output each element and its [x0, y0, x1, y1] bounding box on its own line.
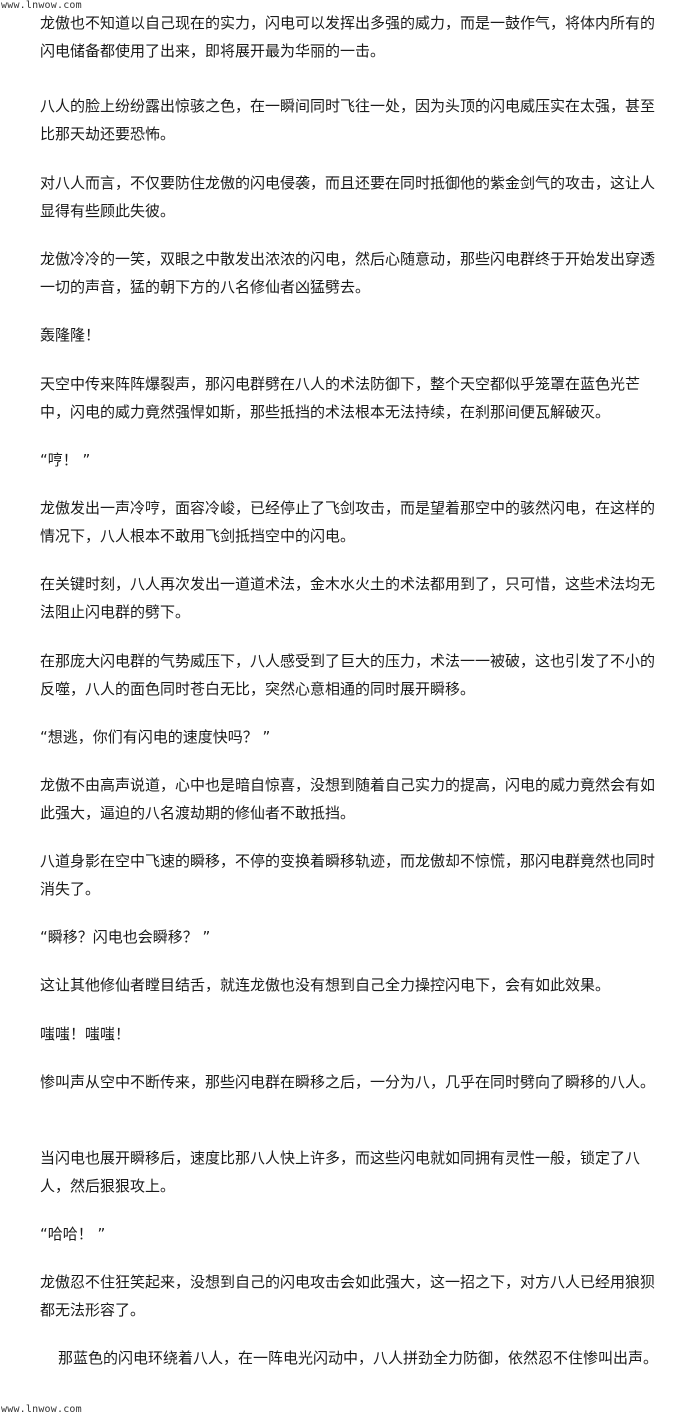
paragraph: 轰隆隆！ [40, 326, 101, 344]
paragraph: 天空中传来阵阵爆裂声，那闪电群劈在八人的术法防御下，整个天空都似乎笼罩在蓝色光芒… [40, 375, 641, 421]
paragraph: 龙傲发出一声冷哼，面容冷峻，已经停止了飞剑攻击，而是望着那空中的骇然闪电，在这样… [40, 499, 656, 545]
paragraph: “想逃，你们有闪电的速度快吗？ ” [40, 728, 271, 746]
watermark-top: www.lnwow.com [1, 0, 82, 11]
paragraph: 八道身影在空中飞速的瞬移，不停的变换着瞬移轨迹，而龙傲却不惊慌，那闪电群竟然也同… [40, 852, 656, 898]
paragraph: 嗤嗤！嗤嗤！ [40, 1025, 131, 1043]
paragraph: 当闪电也展开瞬移后，速度比那八人快上许多，而这些闪电就如同拥有灵性一般，锁定了八… [40, 1149, 641, 1195]
paragraph: 龙傲忍不住狂笑起来，没想到自己的闪电攻击会如此强大，这一招之下，对方八人已经用狼… [40, 1273, 656, 1319]
paragraph: 在那庞大闪电群的气势威压下，八人感受到了巨大的压力，术法一一被破，这也引发了不小… [40, 652, 656, 698]
paragraph: 龙傲冷冷的一笑，双眼之中散发出浓浓的闪电，然后心随意动，那些闪电群终于开始发出穿… [40, 250, 656, 296]
watermark-bottom: www.lnwow.com [1, 1404, 82, 1415]
paragraph: “哼！ ” [40, 451, 91, 469]
paragraph: “瞬移？闪电也会瞬移？ ” [40, 928, 211, 946]
paragraph: 龙傲不由高声说道，心中也是暗自惊喜，没想到随着自己实力的提高，闪电的威力竟然会有… [40, 776, 656, 822]
paragraph: 在关键时刻，八人再次发出一道道术法，金木水火土的术法都用到了，只可惜，这些术法均… [40, 575, 656, 621]
paragraph: “哈哈！ ” [40, 1225, 106, 1243]
paragraph: 对八人而言，不仅要防住龙傲的闪电侵袭，而且还要在同时抵御他的紫金剑气的攻击，这让… [40, 174, 656, 220]
paragraph: 那蓝色的闪电环绕着八人，在一阵电光闪动中，八人拼劲全力防御，依然忍不住惨叫出声。 [58, 1349, 659, 1367]
paragraph: 八人的脸上纷纷露出惊骇之色，在一瞬间同时飞往一处，因为头顶的闪电威压实在太强，甚… [40, 97, 656, 143]
paragraph: 惨叫声从空中不断传来，那些闪电群在瞬移之后，一分为八，几乎在同时劈向了瞬移的八人… [40, 1073, 656, 1091]
paragraph: 龙傲也不知道以自己现在的实力，闪电可以发挥出多强的威力，而是一鼓作气，将体内所有… [40, 14, 656, 60]
paragraph: 这让其他修仙者瞠目结舌，就连龙傲也没有想到自己全力操控闪电下，会有如此效果。 [40, 976, 611, 994]
